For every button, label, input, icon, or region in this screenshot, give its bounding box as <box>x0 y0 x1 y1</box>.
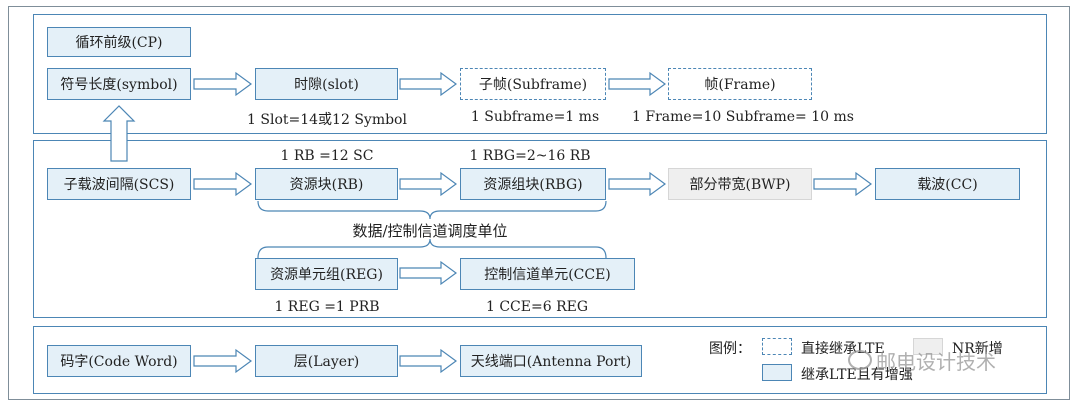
legend-new-label: NR新增 <box>952 341 1003 357</box>
diagram-frame <box>8 6 1070 400</box>
legend-title: 图例： <box>709 341 751 357</box>
subframe-note: 1 Subframe=1 ms <box>470 109 600 125</box>
arrow-scs-to-rb <box>193 171 253 197</box>
arrow-rbg-to-bwp <box>608 171 667 197</box>
antenna-port-box: 天线端口(Antenna Port) <box>460 345 642 377</box>
codeword-box: 码字(Code Word) <box>47 345 191 377</box>
arrow-scs-to-symbol <box>102 105 136 162</box>
cc-box: 载波(CC) <box>875 168 1020 200</box>
slot-note: 1 Slot=14或12 Symbol <box>247 112 407 128</box>
legend-new-swatch <box>913 338 943 355</box>
arrow-rb-to-rbg <box>399 171 458 197</box>
arrow-subframe-to-frame <box>608 71 667 97</box>
cce-box: 控制信道单元(CCE) <box>460 258 635 290</box>
arrow-codeword-to-layer <box>193 348 253 374</box>
arrow-symbol-to-slot <box>193 71 253 97</box>
watermark-text: 邮电设计技术 <box>848 346 996 375</box>
watermark-label: 邮电设计技术 <box>876 350 996 374</box>
arrow-slot-to-subframe <box>399 71 458 97</box>
reg-note: 1 REG =1 PRB <box>274 299 380 315</box>
arrow-layer-to-antenna <box>399 348 458 374</box>
subframe-box: 子帧(Subframe) <box>460 68 606 100</box>
cce-note: 1 CCE=6 REG <box>485 299 589 315</box>
scheduling-unit-caption: 数据/控制信道调度单位 <box>352 222 508 240</box>
legend-inherit-swatch <box>762 364 792 381</box>
legend-inherit-label: 继承LTE且有增强 <box>801 367 913 383</box>
scs-box: 子载波间隔(SCS) <box>47 168 191 200</box>
frame-note: 1 Frame=10 Subframe= 10 ms <box>632 109 854 125</box>
brace-upper <box>257 200 607 220</box>
bwp-box: 部分带宽(BWP) <box>668 168 812 200</box>
cp-box: 循环前级(CP) <box>47 27 191 57</box>
reg-box: 资源单元组(REG) <box>255 258 398 290</box>
panel-frame-structure <box>33 14 1047 134</box>
rbg-note: 1 RBG=2~16 RB <box>469 148 591 164</box>
layer-box: 层(Layer) <box>255 345 398 377</box>
brace-lower <box>257 238 607 259</box>
symbol-box: 符号长度(symbol) <box>47 68 191 100</box>
arrow-bwp-to-cc <box>813 171 873 197</box>
wechat-logo-icon <box>848 350 872 370</box>
arrow-reg-to-cce <box>399 260 458 286</box>
rb-box: 资源块(RB) <box>255 168 398 200</box>
rb-note: 1 RB =12 SC <box>280 148 374 164</box>
frame-box: 帧(Frame) <box>668 68 812 100</box>
slot-box: 时隙(slot) <box>255 68 398 100</box>
legend-direct-swatch <box>762 338 792 355</box>
rbg-box: 资源组块(RBG) <box>460 168 606 200</box>
